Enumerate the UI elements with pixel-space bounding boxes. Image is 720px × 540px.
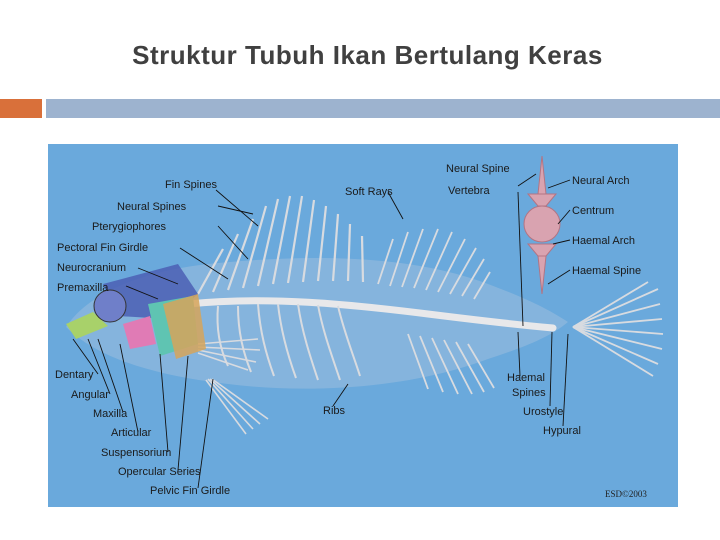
leader-lines: [72, 173, 571, 489]
label-haemal-arch: Haemal Arch: [572, 235, 635, 247]
label-centrum: Centrum: [572, 205, 614, 217]
label-premaxilla: Premaxilla: [57, 282, 109, 294]
label-soft-rays: Soft Rays: [345, 186, 393, 198]
label-fin-spines: Fin Spines: [165, 179, 217, 191]
premaxilla-bone: [66, 312, 108, 339]
label-haemal-spines-2: Spines: [512, 387, 546, 399]
vertebral-column: [184, 297, 557, 332]
vertebra-detail: [523, 155, 561, 295]
dorsal-spiny-fin: [197, 195, 365, 295]
pectoral-fin: [197, 338, 261, 371]
label-articular: Articular: [111, 427, 152, 439]
accent-bar-orange: [0, 99, 42, 118]
label-pectoral-fin-girdle: Pectoral Fin Girdle: [57, 242, 148, 254]
centrum-detail: [523, 205, 561, 243]
slide-title: Struktur Tubuh Ikan Bertulang Keras: [132, 40, 603, 70]
label-ribs: Ribs: [323, 405, 346, 417]
label-neural-spines: Neural Spines: [117, 201, 187, 213]
pelvic-fin: [205, 378, 269, 435]
label-dentary: Dentary: [55, 369, 94, 381]
label-vertebra: Vertebra: [448, 185, 490, 197]
copyright-text: ESD©2003: [605, 489, 647, 499]
label-haemal-spine: Haemal Spine: [572, 265, 641, 277]
label-pterygiophores: Pterygiophores: [92, 221, 166, 233]
label-suspensorium: Suspensorium: [101, 447, 171, 459]
label-urostyle: Urostyle: [523, 406, 563, 418]
label-angular: Angular: [71, 389, 109, 401]
label-maxilla: Maxilla: [93, 408, 128, 420]
label-neurocranium: Neurocranium: [57, 262, 126, 274]
eye-socket: [93, 289, 127, 323]
anal-fin: [407, 333, 495, 395]
label-neural-arch: Neural Arch: [572, 175, 629, 187]
label-pelvic-fin-girdle: Pelvic Fin Girdle: [150, 485, 230, 497]
haemal-spine-detail: [537, 255, 547, 295]
label-hypural: Hypural: [543, 425, 581, 437]
dorsal-soft-fin: [377, 228, 491, 300]
label-opercular-series: Opercular Series: [118, 466, 201, 478]
caudal-fin: [572, 281, 664, 377]
suspensorium-bone: [163, 294, 206, 359]
fish-skeleton-diagram: Fin Spines Neural Spines Pterygiophores …: [48, 144, 678, 507]
ribs: [216, 303, 361, 381]
skull: [66, 264, 206, 359]
accent-bar-blue: [46, 99, 720, 118]
label-neural-spine: Neural Spine: [446, 163, 510, 175]
label-haemal-spines-1: Haemal: [507, 372, 545, 384]
articular-bone: [123, 316, 156, 349]
